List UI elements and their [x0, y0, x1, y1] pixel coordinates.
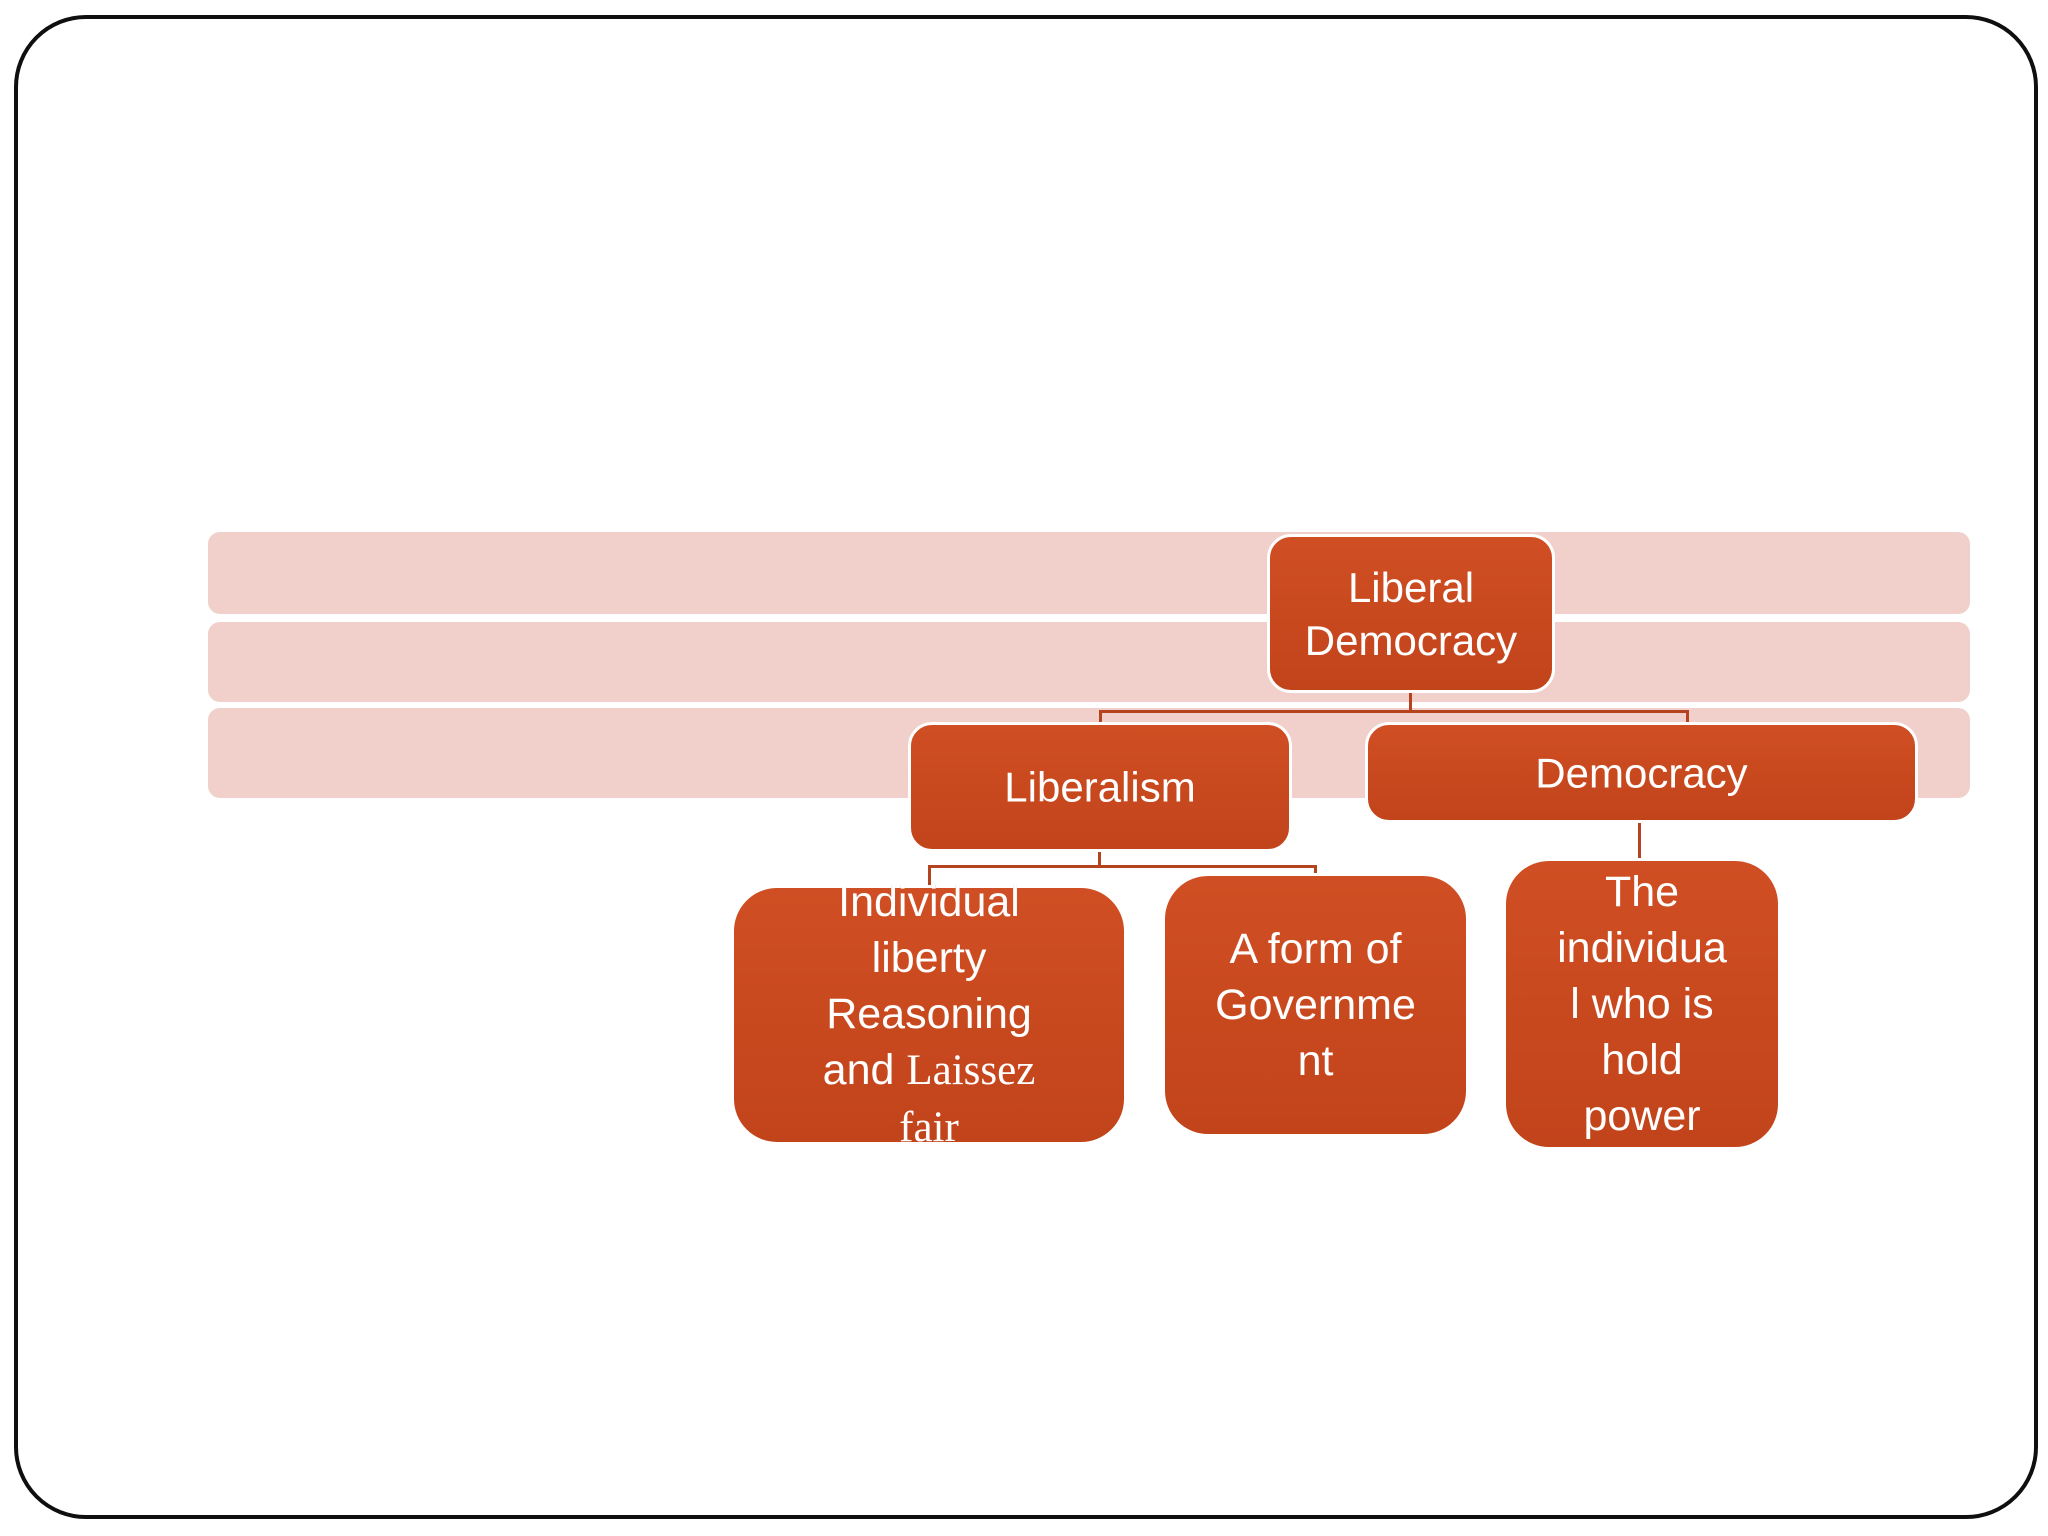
node-democracy[interactable]: Democracy Democracy	[1365, 722, 1918, 823]
node-individual-liberty-overflow-serif: Laissez fair	[899, 1047, 1036, 1151]
level-band-1	[208, 532, 1970, 614]
connector-liberalism-bar	[928, 865, 1317, 868]
node-form-of-government-clip: A form of Governme nt	[1162, 873, 1469, 1137]
node-who-holds-power-label: The individua l who is hold power	[1557, 868, 1727, 1140]
node-liberalism-clip: Liberalism	[908, 722, 1292, 852]
node-individual-liberty-label-sans: Individual liberty Reasoning and	[822, 885, 1032, 1094]
node-liberalism-shape	[908, 722, 1292, 852]
node-liberal-democracy-clip: Liberal Democracy	[1267, 534, 1555, 693]
connector-root-bar	[1099, 710, 1689, 713]
node-form-of-government[interactable]: A form of Governme nt A form of Governme…	[1162, 873, 1469, 1137]
node-individual-liberty-shape	[731, 885, 1127, 1145]
connector-liberalism-leg-right	[1314, 865, 1317, 875]
node-democracy-shape	[1365, 722, 1918, 823]
node-who-holds-power-clip: The individua l who is hold power	[1503, 858, 1781, 1150]
node-liberal-democracy-overflow-text: Liberal Democracy	[1304, 563, 1518, 664]
node-form-of-government-label: A form of Governme nt	[1215, 925, 1416, 1085]
node-individual-liberty-label: Individual liberty Reasoning and Laissez…	[731, 885, 1127, 1145]
node-democracy-overflow-text: Democracy	[1535, 749, 1748, 796]
node-liberal-democracy-shape	[1267, 534, 1555, 693]
connector-root-leg-democracy	[1686, 710, 1689, 724]
node-individual-liberty-clip: Individual liberty Reasoning and Laissez…	[731, 885, 1127, 1145]
node-liberalism[interactable]: Liberalism Liberalism	[908, 722, 1292, 852]
node-liberalism-overflow-text: Liberalism	[1004, 763, 1196, 811]
node-who-holds-power-overflow-text: The individua l who is hold power	[1557, 868, 1727, 1140]
node-form-of-government-overflow-text: A form of Governme nt	[1215, 925, 1416, 1085]
level-band-2	[208, 622, 1970, 702]
node-individual-liberty-label-serif: Laissez fair	[899, 1047, 1036, 1145]
connector-root-leg-liberalism	[1099, 710, 1102, 724]
node-individual-liberty-overflow-text: Individual liberty Reasoning and Laissez…	[731, 874, 1127, 1156]
node-liberalism-label: Liberalism	[1004, 763, 1196, 811]
node-form-of-government-shape	[1162, 873, 1469, 1137]
connector-liberalism-stem	[1098, 851, 1101, 867]
node-individual-liberty-overflow-sans: Individual liberty Reasoning and	[822, 878, 1032, 1094]
node-democracy-clip: Democracy	[1365, 722, 1918, 823]
node-liberal-democracy[interactable]: Liberal Democracy Liberal Democracy	[1267, 534, 1555, 693]
node-individual-liberty[interactable]: Individual liberty Reasoning and Laissez…	[731, 878, 1127, 1151]
connector-root-stem	[1409, 693, 1412, 712]
node-who-holds-power-shape	[1503, 858, 1781, 1150]
connector-democracy-stem	[1638, 822, 1641, 860]
node-who-holds-power[interactable]: The individua l who is hold power The in…	[1503, 858, 1781, 1150]
connector-liberalism-leg-left	[928, 865, 931, 887]
node-democracy-label: Democracy	[1535, 749, 1748, 796]
node-liberal-democracy-label: Liberal Democracy	[1304, 563, 1518, 664]
